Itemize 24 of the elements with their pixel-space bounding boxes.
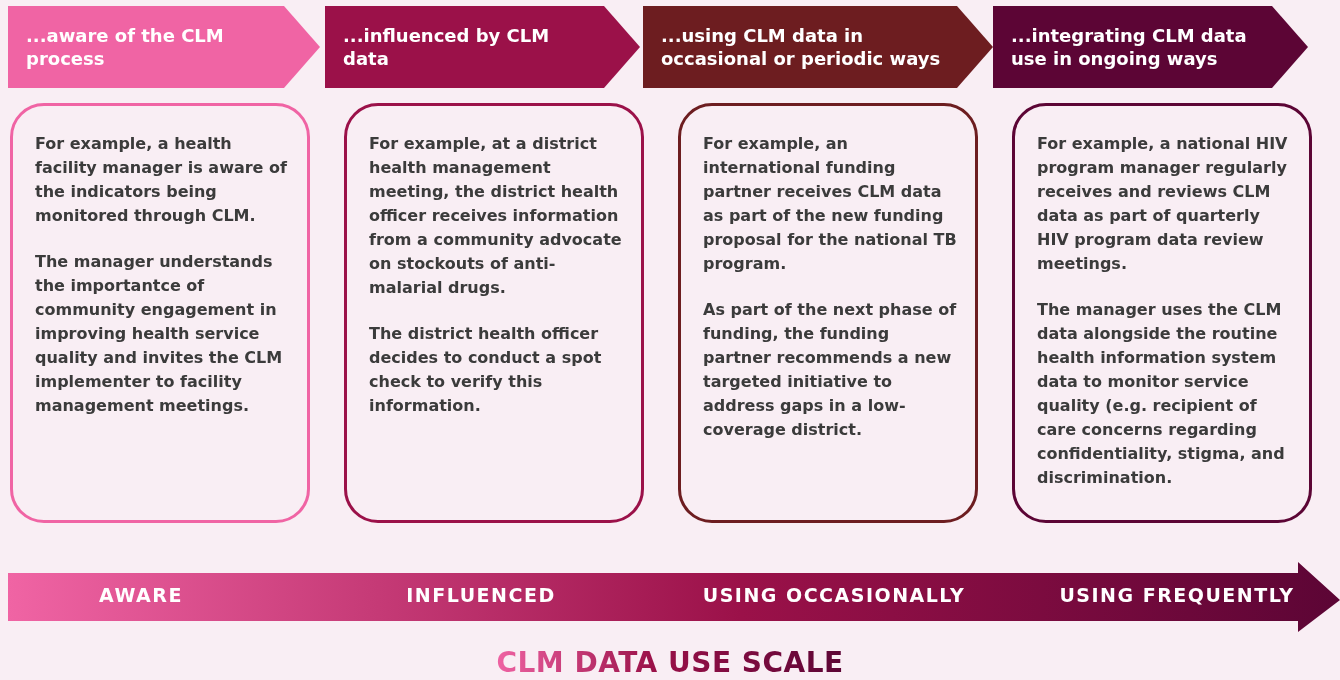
stage-heading: ...aware of the CLM process: [26, 24, 225, 70]
example-text: The manager understands the importantce of community engagement in improving health service quality and invites the CLM implementer to facility management meetings.: [35, 251, 284, 417]
example-text: For example, at a district health management meeting, the district health officer receives information from a community advocate on stockouts of anti-malarial drugs.: [369, 133, 623, 299]
chevron-banner: [643, 6, 993, 88]
scale-label: AWARE: [99, 584, 183, 606]
example-text: As part of the next phase of funding, the funding partner recommends a new targeted initiative to address gaps in a low-coverage district.: [703, 299, 957, 441]
example-text: For example, an international funding partner receives CLM data as part of the new funding proposal for the national TB program.: [703, 133, 957, 275]
example-card: [1012, 103, 1312, 523]
scale-label: USING FREQUENTLY: [1059, 584, 1295, 606]
chevron-banner: [325, 6, 640, 88]
scale-label: USING OCCASIONALLY: [702, 584, 966, 606]
chevron-banner: [8, 6, 320, 88]
chevron-banner: [993, 6, 1308, 88]
stage-heading: ...using CLM data in occasional or periodic ways: [661, 24, 942, 70]
example-text: The manager uses the CLM data alongside the routine health information system data to monitor service quality (e.g. recipient of care concerns regarding confidentiality, stigma, and discrimination.: [1037, 299, 1286, 489]
stage-heading: ...integrating CLM data use in ongoing ways: [1011, 24, 1248, 70]
example-text: For example, a health facility manager is aware of the indicators being monitored through CLM.: [35, 133, 288, 227]
stage-heading: ...influenced by CLM data: [343, 24, 551, 70]
example-card: [344, 103, 644, 523]
example-card: [10, 103, 310, 523]
scale-label: INFLUENCED: [406, 584, 556, 606]
example-card: [678, 103, 978, 523]
example-text: For example, a national HIV program manager regularly receives and reviews CLM data as part of quarterly HIV program data review meetings.: [1037, 133, 1289, 275]
example-text: The district health officer decides to conduct a spot check to verify this information.: [369, 323, 603, 417]
